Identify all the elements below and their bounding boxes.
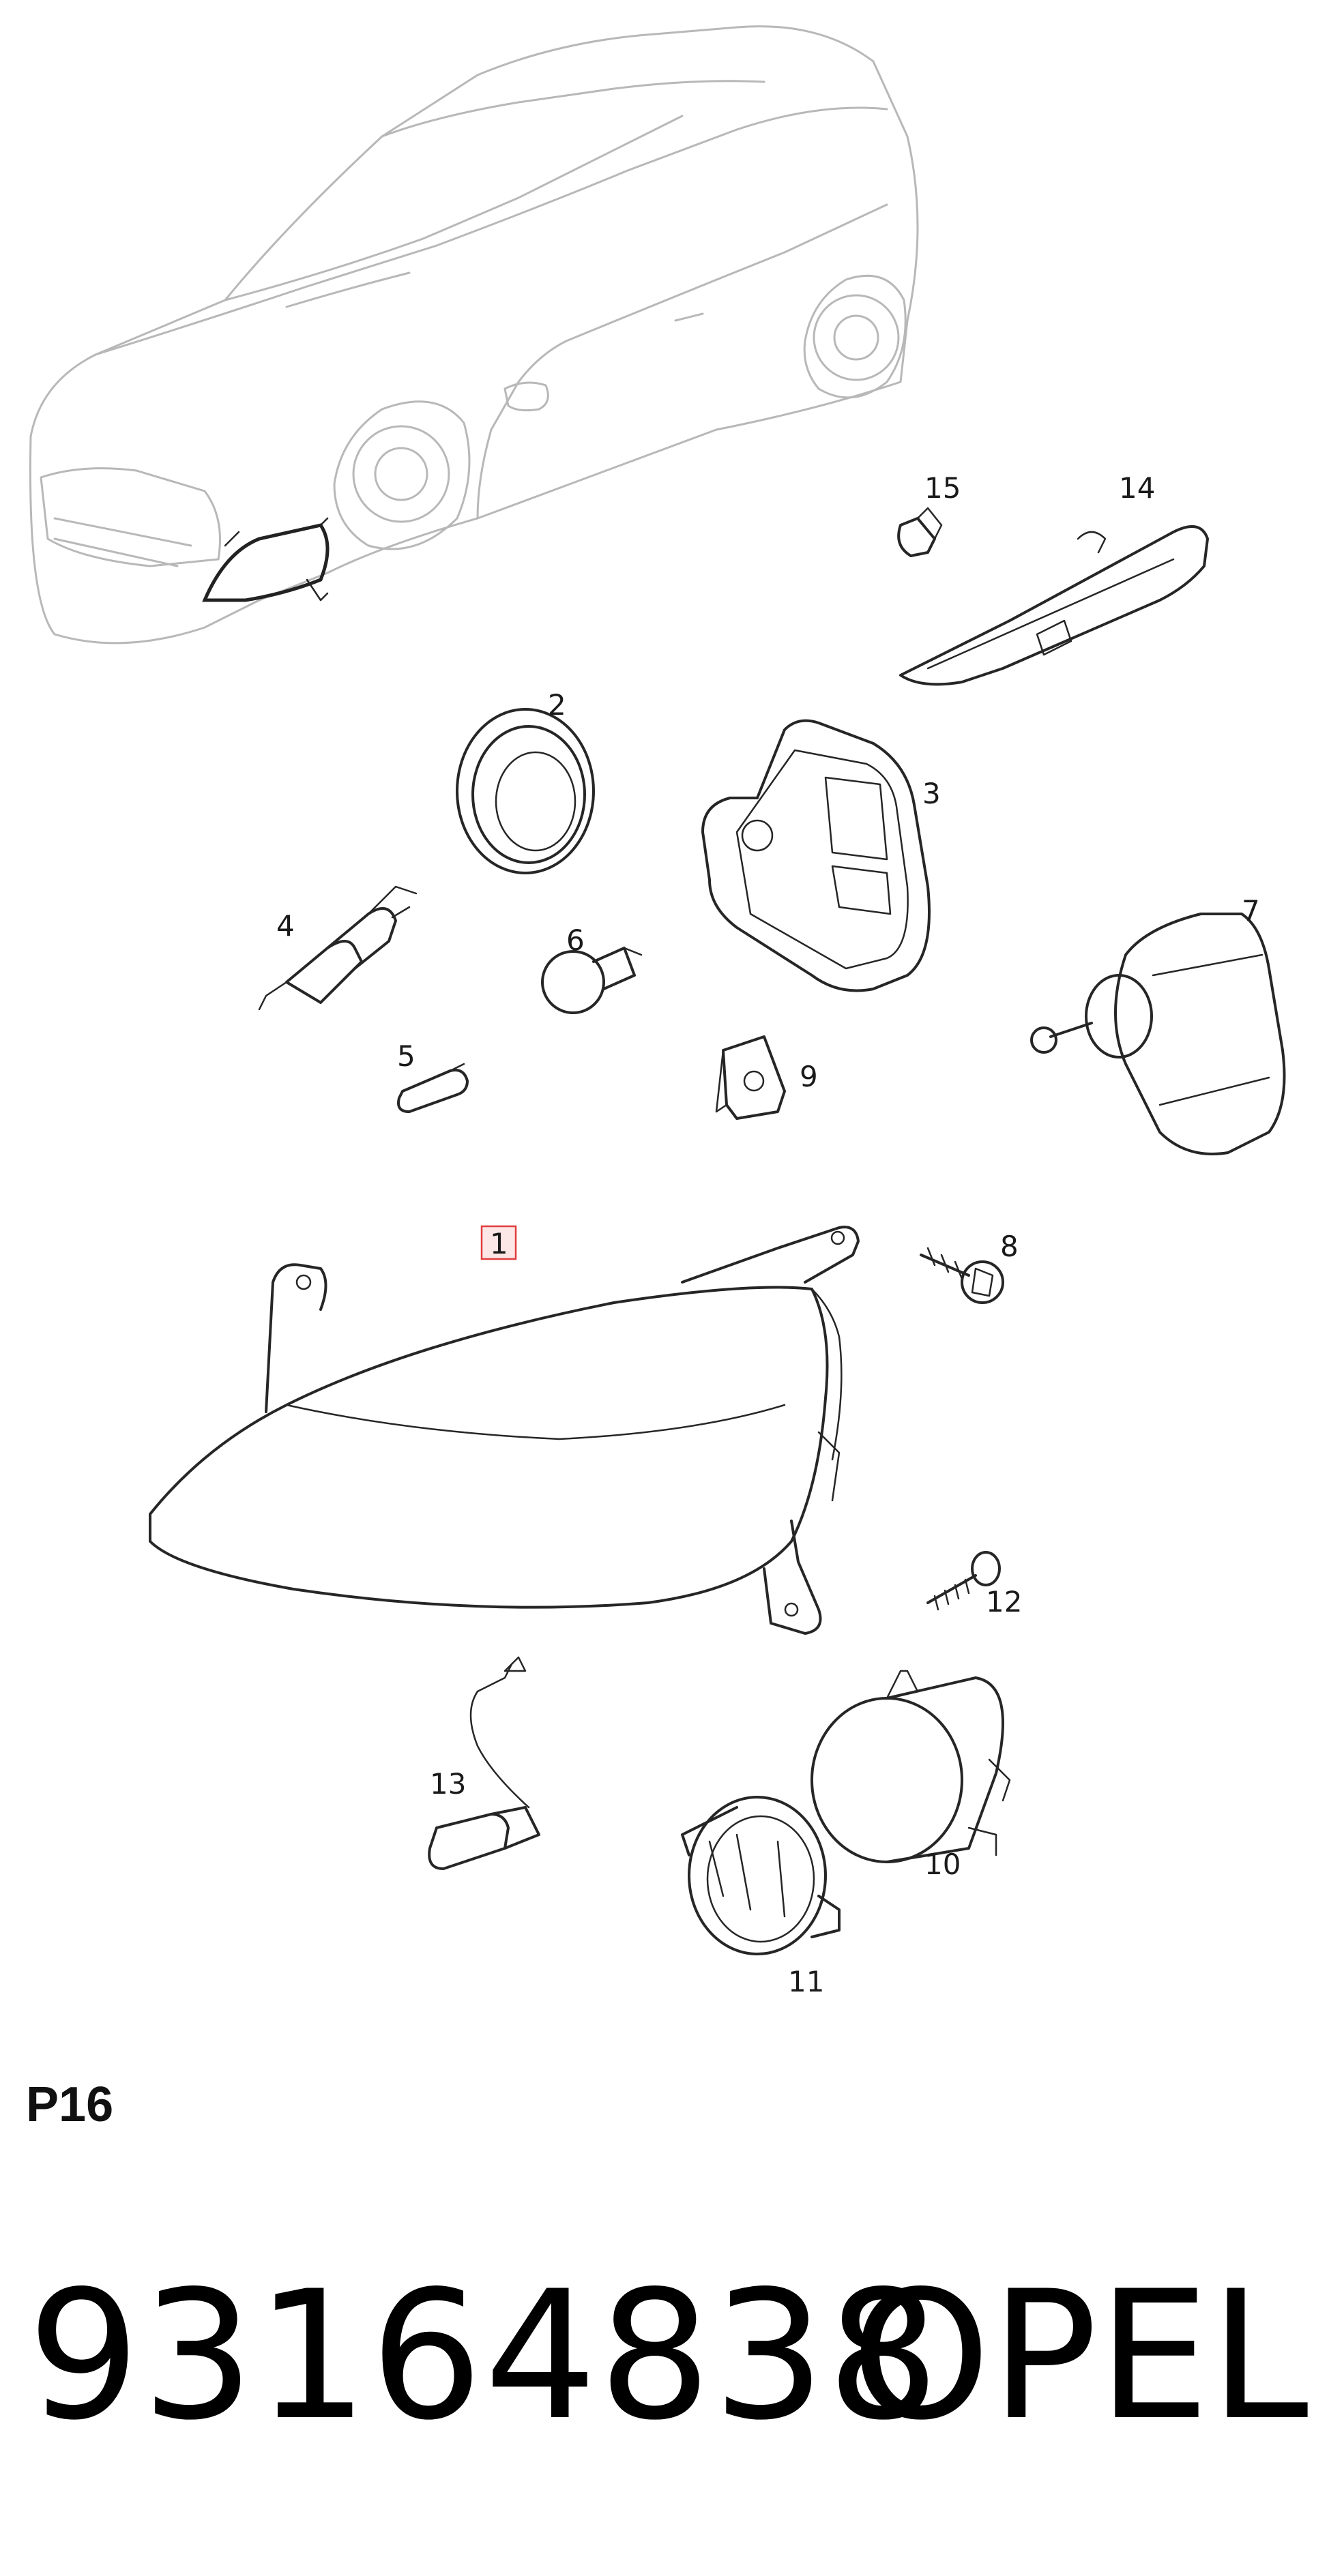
callout-14: 14 — [1119, 471, 1155, 505]
part-8-screw — [920, 1247, 1004, 1304]
part-13-bulb-with-wire — [428, 1656, 540, 1870]
callout-5: 5 — [397, 1039, 415, 1073]
part-footer: 93164838 OPEL — [0, 2244, 1329, 2469]
part-1-headlamp — [149, 1225, 860, 1635]
part-10-fog-lamp — [810, 1670, 1011, 1863]
callout-7: 7 — [1242, 894, 1260, 928]
callout-11: 11 — [788, 1965, 824, 1998]
part-number: 93164838 — [27, 2253, 941, 2459]
part-5-capsule-bulb — [397, 1063, 469, 1113]
parts-diagram: 1 2 3 4 5 6 7 8 9 10 11 12 13 14 15 — [29, 25, 1286, 1998]
callout-2: 2 — [548, 688, 566, 722]
callout-9: 9 — [800, 1060, 818, 1093]
callout-8: 8 — [1000, 1230, 1019, 1263]
part-7-leveling-motor — [1030, 913, 1286, 1155]
part-11-fog-lamp-bracket — [681, 1796, 841, 1955]
part-9-clip — [715, 1035, 786, 1120]
callout-13: 13 — [430, 1767, 466, 1801]
callout-4: 4 — [276, 909, 295, 943]
part-12-tapping-screw — [926, 1551, 1001, 1611]
part-15-bulb — [897, 507, 943, 557]
part-4-h7-bulb — [258, 885, 418, 1011]
part-3-cover-gasket — [701, 719, 931, 992]
car-overview-illustration — [29, 25, 919, 645]
callout-6: 6 — [566, 923, 585, 957]
part-2-seal-ring — [456, 708, 595, 874]
callout-3: 3 — [922, 777, 941, 810]
part-14-side-indicator — [899, 525, 1209, 686]
callout-1: 1 — [490, 1227, 508, 1260]
section-code: P16 — [26, 2077, 114, 2132]
brand-name: OPEL — [851, 2253, 1309, 2459]
callout-10: 10 — [924, 1848, 961, 1881]
callout-1-highlight-box — [480, 1225, 517, 1260]
callout-labels: 1 2 3 4 5 6 7 8 9 10 11 12 13 14 15 — [276, 471, 1260, 1998]
part-6-ball-bulb — [541, 947, 643, 1014]
callout-12: 12 — [986, 1585, 1022, 1618]
callout-15: 15 — [924, 471, 961, 505]
